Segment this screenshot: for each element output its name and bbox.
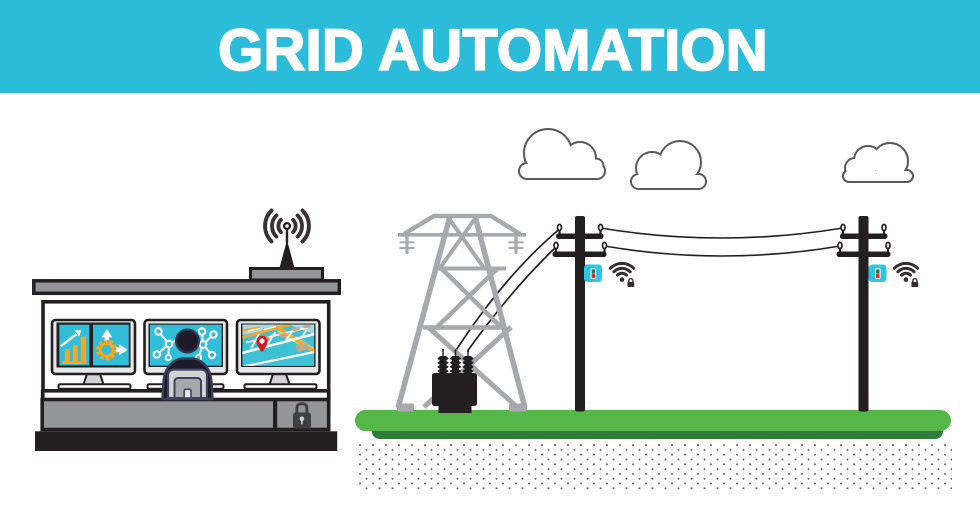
- svg-text:GRID AUTOMATION: GRID AUTOMATION: [218, 18, 768, 83]
